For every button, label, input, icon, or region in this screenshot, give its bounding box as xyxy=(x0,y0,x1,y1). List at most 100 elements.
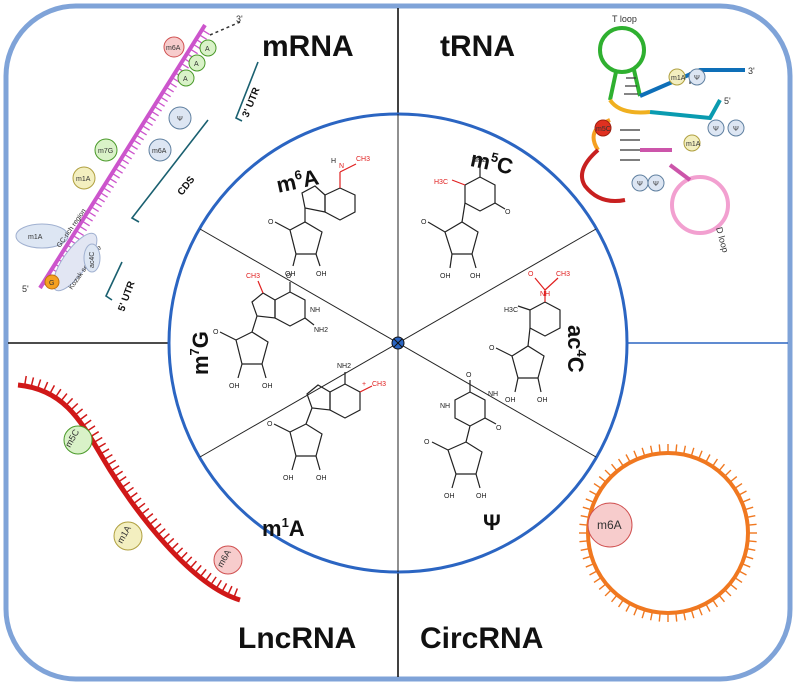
atom-m5c-h3c: H3C xyxy=(434,179,448,186)
mrna-tick xyxy=(141,124,150,131)
trna-bubble-psi-1-label: Ψ xyxy=(694,75,700,82)
trna-bubble-psi-1 xyxy=(688,68,706,86)
lnc-tick xyxy=(179,551,188,561)
circ-tick xyxy=(610,463,618,472)
circ-tick xyxy=(579,540,589,543)
atom-m5c-nh2: NH2 xyxy=(472,157,486,164)
atom-m5c-oh1: OH xyxy=(440,273,451,280)
circ-tick xyxy=(738,490,747,496)
mod-title-m7g: m7G xyxy=(187,331,213,375)
lnc-tick xyxy=(136,502,146,510)
structure-m1a xyxy=(273,372,373,471)
atom-m1a-oh1: OH xyxy=(283,475,294,482)
circ-tick xyxy=(633,606,639,616)
lnc-tick xyxy=(226,585,233,596)
trna-bubble-psi-4-label: Ψ xyxy=(637,181,643,188)
circ-tick xyxy=(589,490,598,496)
atom-m1a-oh2: OH xyxy=(316,475,327,482)
g-cap-circle xyxy=(44,274,60,290)
mrna-backbone xyxy=(38,23,210,290)
atom-ac4c-o2: O xyxy=(489,345,495,352)
atom-m1a-o: O xyxy=(267,421,273,428)
mrna-poly-a xyxy=(177,39,217,87)
lnc-tick xyxy=(93,436,103,444)
mrna-bubble-m7g-label: m7G xyxy=(98,148,113,155)
circ-tick xyxy=(598,475,607,483)
circ-tick xyxy=(582,506,592,511)
circ-tick xyxy=(604,469,612,477)
circ-tick xyxy=(593,482,602,490)
bracket-3utr xyxy=(234,61,259,122)
mrna-tick xyxy=(93,201,102,208)
lnc-bubble-m5c xyxy=(63,425,93,455)
circrna-ticks xyxy=(579,444,757,622)
circ-tick xyxy=(729,475,738,483)
mrna-bubble-m6a-top-label: m6A xyxy=(166,45,181,52)
circ-tick xyxy=(580,547,590,552)
atom-psi-oh1: OH xyxy=(444,493,455,500)
atom-m7g-nh2: NH2 xyxy=(314,327,328,334)
circ-tick xyxy=(641,447,646,457)
lnc-tick xyxy=(148,518,158,526)
label-3utr: 3' UTR xyxy=(241,85,263,119)
mrna-tick xyxy=(153,105,162,112)
circ-tick xyxy=(610,594,618,603)
bracket-cds xyxy=(130,119,209,223)
lnc-tick xyxy=(215,579,222,590)
circ-tick xyxy=(598,583,607,591)
circ-tick xyxy=(747,523,757,526)
lnc-tick xyxy=(82,419,92,427)
atom-m6a-n: N xyxy=(339,163,344,170)
atom-m6a-ch3: CH3 xyxy=(356,156,370,163)
circ-tick xyxy=(734,482,743,490)
circ-tick xyxy=(582,555,592,560)
mrna-bubble-m6a-top xyxy=(163,36,185,58)
circ-tick xyxy=(675,444,678,454)
structure-m6a xyxy=(274,163,357,267)
circ-bubble-m6a xyxy=(587,502,633,548)
lnc-tick xyxy=(184,556,193,565)
lnc-tick xyxy=(204,572,212,582)
mrna-bubble-m1a-label: m1A xyxy=(76,176,91,183)
lnc-tick xyxy=(144,513,154,521)
circ-tick xyxy=(690,609,695,619)
mrna-tick xyxy=(144,120,153,126)
structure-psi xyxy=(431,380,497,489)
mrna-tick xyxy=(99,191,108,198)
circ-tick xyxy=(617,599,625,608)
lnc-tick xyxy=(233,588,239,599)
lnc-tick xyxy=(124,486,134,494)
atom-m1a-nh2: NH2 xyxy=(337,363,351,370)
circ-tick xyxy=(580,514,590,519)
trna-bubble-m1a-2 xyxy=(683,134,701,152)
trna-bubble-m5c-label: m5C xyxy=(596,126,611,133)
circ-tick xyxy=(690,447,695,457)
circ-tick xyxy=(724,469,732,477)
trna-bubble-m1a xyxy=(668,68,686,86)
polya-2: A xyxy=(194,61,199,68)
circ-tick xyxy=(633,450,639,460)
circ-tick xyxy=(744,555,754,560)
circ-tick xyxy=(579,523,589,526)
lnc-tick xyxy=(170,542,179,551)
atom-m5c-o2: O xyxy=(421,219,427,226)
mrna-tick xyxy=(96,196,105,203)
circ-tick xyxy=(604,589,612,597)
mrna-bubble-psi-label: Ψ xyxy=(177,116,183,123)
atom-ac4c-oh1: OH xyxy=(505,397,516,404)
mod-title-psi: Ψ xyxy=(483,510,501,535)
mrna-bubble-m6a-label: m6A xyxy=(152,148,167,155)
circ-tick xyxy=(641,609,646,619)
circ-tick xyxy=(625,603,631,612)
atom-ac4c-nh: NH xyxy=(540,291,550,298)
mrna-tick xyxy=(129,143,138,150)
lnc-tick xyxy=(36,379,42,390)
mrna-tick xyxy=(132,139,141,146)
trna-5prime-label: 5' xyxy=(724,96,731,106)
mrna-tick xyxy=(87,210,96,217)
circ-bubble-m6a-label: m6A xyxy=(597,518,622,532)
mrna-tick xyxy=(150,110,159,117)
circ-tick xyxy=(625,454,631,463)
bracket-5utr xyxy=(104,261,123,301)
